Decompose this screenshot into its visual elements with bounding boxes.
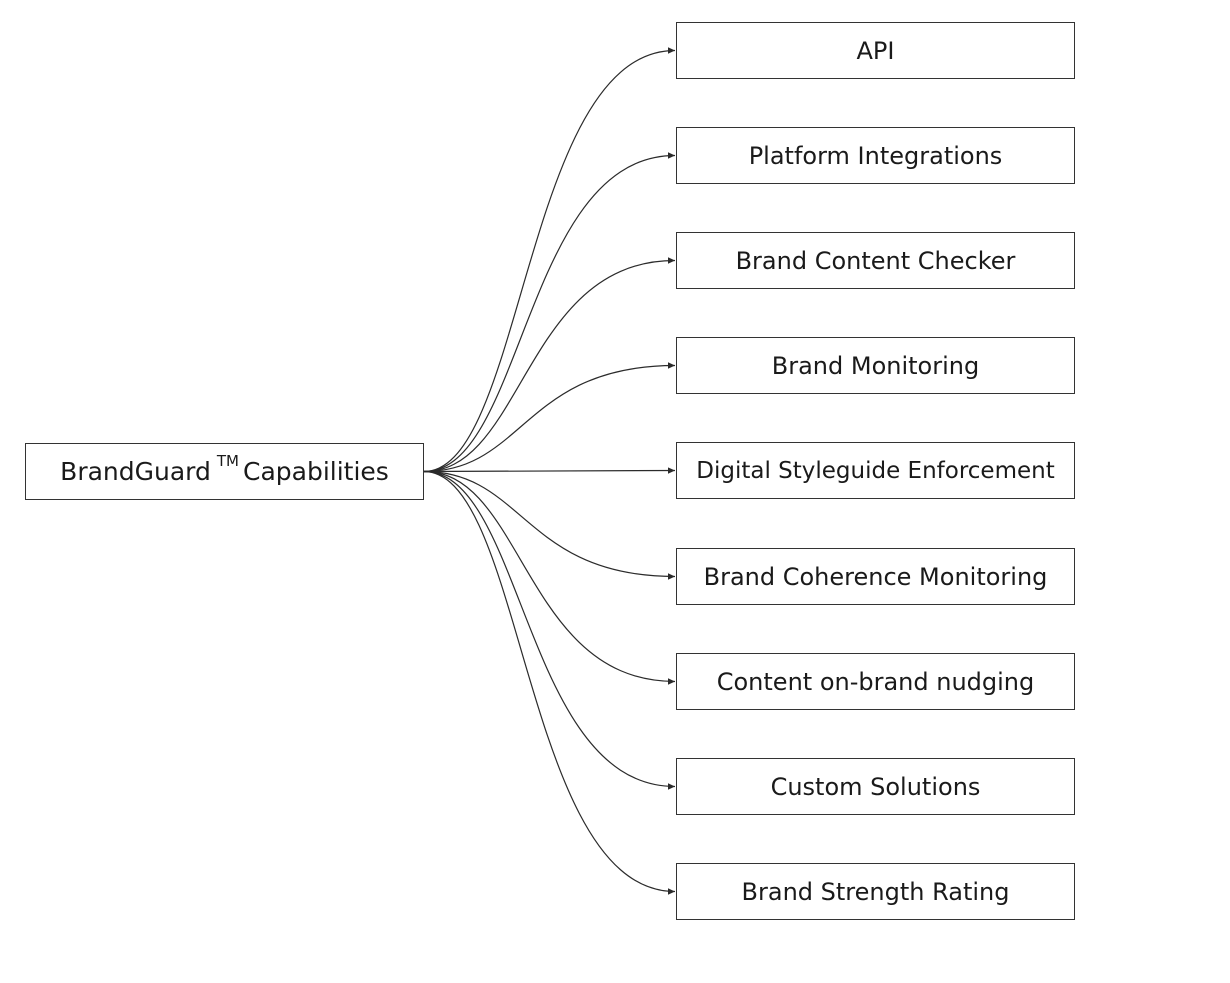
capability-label: Content on-brand nudging [716, 667, 1035, 696]
connector-edge-0 [423, 47, 676, 473]
capability-label: Brand Coherence Monitoring [703, 562, 1048, 591]
capability-node-digital-styleguide-enforcement: Digital Styleguide Enforcement [676, 442, 1075, 499]
capability-node-brand-monitoring: Brand Monitoring [676, 337, 1075, 394]
connector-edge-2 [423, 257, 676, 473]
root-label: BrandGuard [60, 457, 211, 486]
capability-node-brand-coherence-monitoring: Brand Coherence Monitoring [676, 548, 1075, 605]
capability-node-platform-integrations: Platform Integrations [676, 127, 1075, 184]
connector-edge-4 [423, 467, 676, 474]
capability-label: Platform Integrations [748, 141, 1003, 170]
connector-edge-5 [423, 470, 676, 580]
connector-edge-7 [423, 470, 676, 790]
capability-node-custom-solutions: Custom Solutions [676, 758, 1075, 815]
capability-node-content-on-brand-nudging: Content on-brand nudging [676, 653, 1075, 710]
connector-edge-1 [423, 152, 676, 473]
trademark-superscript: TM [216, 451, 239, 470]
connector-edge-3 [423, 362, 676, 473]
capability-node-api: API [676, 22, 1075, 79]
capability-node-brand-content-checker: Brand Content Checker [676, 232, 1075, 289]
capability-label: Brand Strength Rating [741, 877, 1010, 906]
capability-label: Brand Monitoring [771, 351, 980, 380]
connector-edge-6 [423, 470, 676, 685]
capability-label: Digital Styleguide Enforcement [696, 457, 1055, 484]
capability-node-brand-strength-rating: Brand Strength Rating [676, 863, 1075, 920]
connector-edge-8 [423, 470, 676, 895]
capability-label: Custom Solutions [770, 772, 981, 801]
capability-label: API [856, 36, 895, 65]
root-label-suffix: Capabilities [243, 457, 389, 486]
capability-label: Brand Content Checker [735, 246, 1016, 275]
